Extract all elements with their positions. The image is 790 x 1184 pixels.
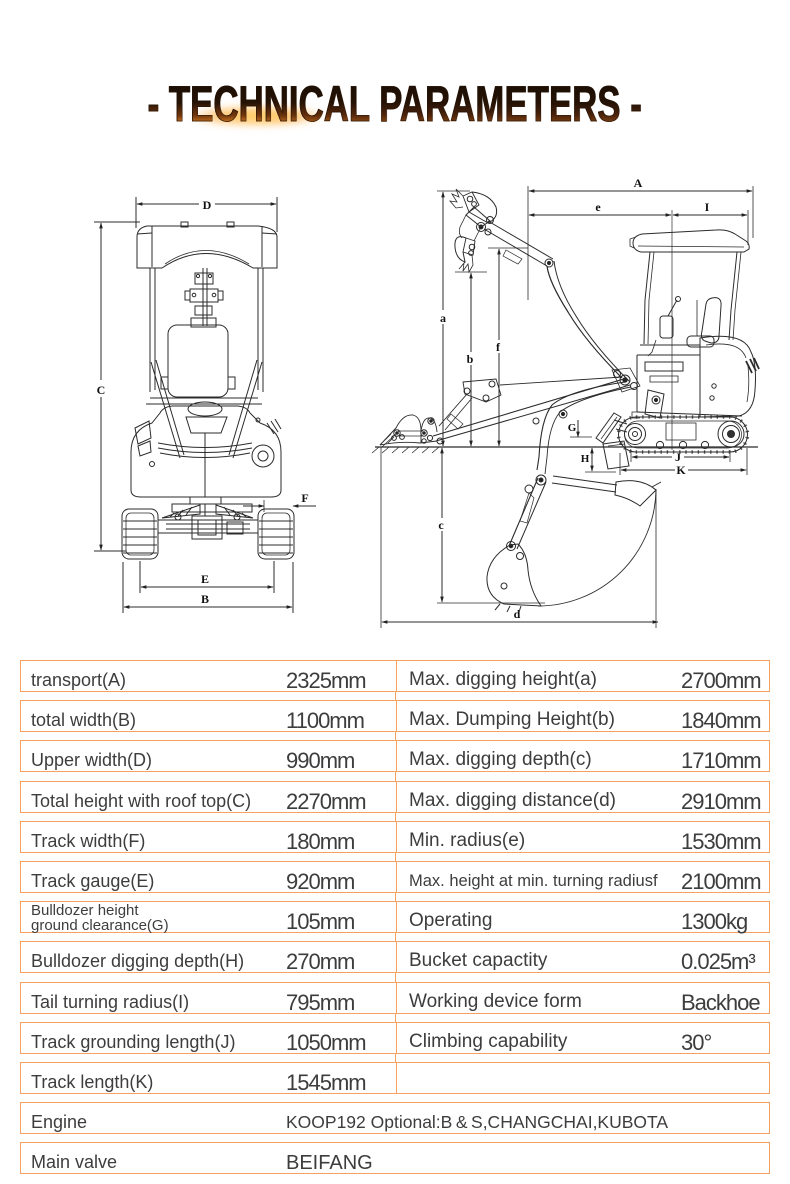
svg-text:c: c <box>438 518 444 532</box>
svg-text:e: e <box>595 200 601 214</box>
svg-text:K: K <box>676 463 686 477</box>
svg-text:H: H <box>581 453 590 465</box>
svg-text:f: f <box>496 340 501 354</box>
svg-text:B: B <box>201 592 209 606</box>
svg-text:J: J <box>675 450 681 464</box>
svg-text:b: b <box>467 352 474 366</box>
svg-text:D: D <box>203 198 212 212</box>
svg-text:F: F <box>301 491 308 505</box>
svg-text:d: d <box>514 607 521 621</box>
svg-text:a: a <box>440 311 446 325</box>
svg-text:C: C <box>97 383 106 397</box>
svg-text:E: E <box>201 572 209 586</box>
svg-text:A: A <box>634 176 643 190</box>
svg-text:G: G <box>568 422 577 434</box>
svg-text:I: I <box>705 200 710 214</box>
